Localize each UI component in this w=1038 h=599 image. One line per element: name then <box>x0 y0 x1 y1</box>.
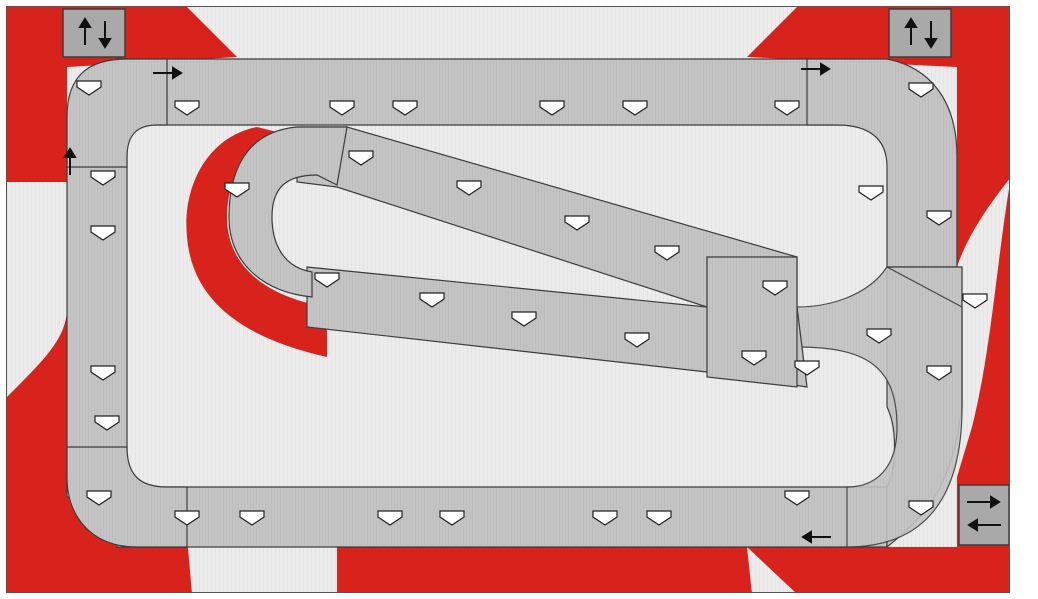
race-track-board <box>6 6 1010 593</box>
corner-box-top-left <box>63 9 125 57</box>
track-canvas <box>7 7 1010 593</box>
corner-box-bottom-right <box>959 485 1009 545</box>
red-zone-bottom-center <box>337 547 752 593</box>
corner-box-top-right <box>889 9 951 57</box>
